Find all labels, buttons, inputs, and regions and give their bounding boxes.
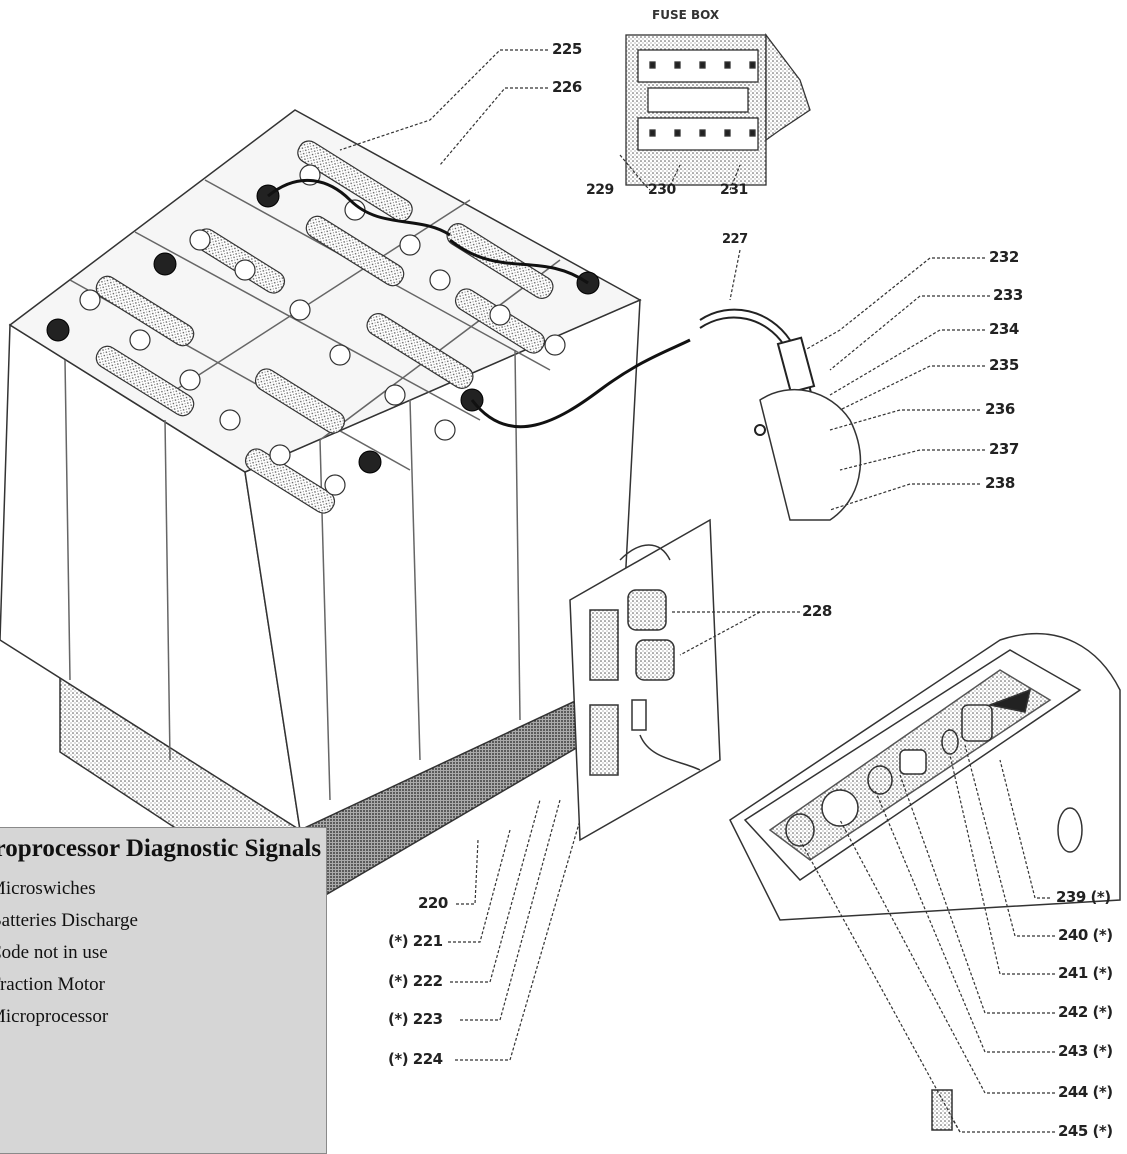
callout-232: 232 <box>989 248 1019 266</box>
callout-244: 244 (*) <box>1058 1083 1113 1101</box>
callout-242: 242 (*) <box>1058 1003 1113 1021</box>
connector-plug <box>699 308 862 521</box>
leader-lines <box>339 49 1055 1133</box>
fuse-box-title: FUSE BOX <box>652 8 720 22</box>
control-board <box>569 518 721 842</box>
callout-227: 227 <box>722 232 748 247</box>
callout-221: (*) 221 <box>388 932 443 950</box>
callout-225: 225 <box>552 40 582 58</box>
callout-245: 245 (*) <box>1058 1122 1113 1140</box>
callout-226: 226 <box>552 78 582 96</box>
cell-connectors <box>95 140 554 514</box>
signal-item: Code not in use <box>0 942 108 963</box>
callout-224: (*) 224 <box>388 1050 443 1068</box>
signal-item: Batteries Discharge <box>0 910 138 931</box>
battery-cable <box>267 178 691 429</box>
callout-239: 239 (*) <box>1056 888 1111 906</box>
callout-243: 243 (*) <box>1058 1042 1113 1060</box>
signal-item: Microprocessor <box>0 1006 109 1027</box>
signal-item: Traction Motor <box>0 974 105 995</box>
callout-241: 241 (*) <box>1058 964 1113 982</box>
callout-220: 220 <box>418 894 448 912</box>
callout-222: (*) 222 <box>388 972 443 990</box>
callout-233: 233 <box>993 286 1023 304</box>
callout-238: 238 <box>985 474 1015 492</box>
callout-240: 240 (*) <box>1058 926 1113 944</box>
fuse-label-230: 230 <box>648 182 676 198</box>
callout-223: (*) 223 <box>388 1010 443 1028</box>
callout-234: 234 <box>989 320 1019 338</box>
diagnostic-panel-title: Microprocessor Diagnostic Signals <box>0 835 322 862</box>
callout-235: 235 <box>989 356 1019 374</box>
callout-236: 236 <box>985 400 1015 418</box>
fuse-box <box>625 33 811 186</box>
callout-228: 228 <box>802 602 832 620</box>
fuse-label-229: 229 <box>586 182 614 198</box>
diagnostic-signals-panel: Microprocessor Diagnostic Signals Micros… <box>0 827 327 1154</box>
callout-237: 237 <box>989 440 1019 458</box>
fuse-label-231: 231 <box>720 182 748 198</box>
signal-item: Microswiches <box>0 878 96 899</box>
